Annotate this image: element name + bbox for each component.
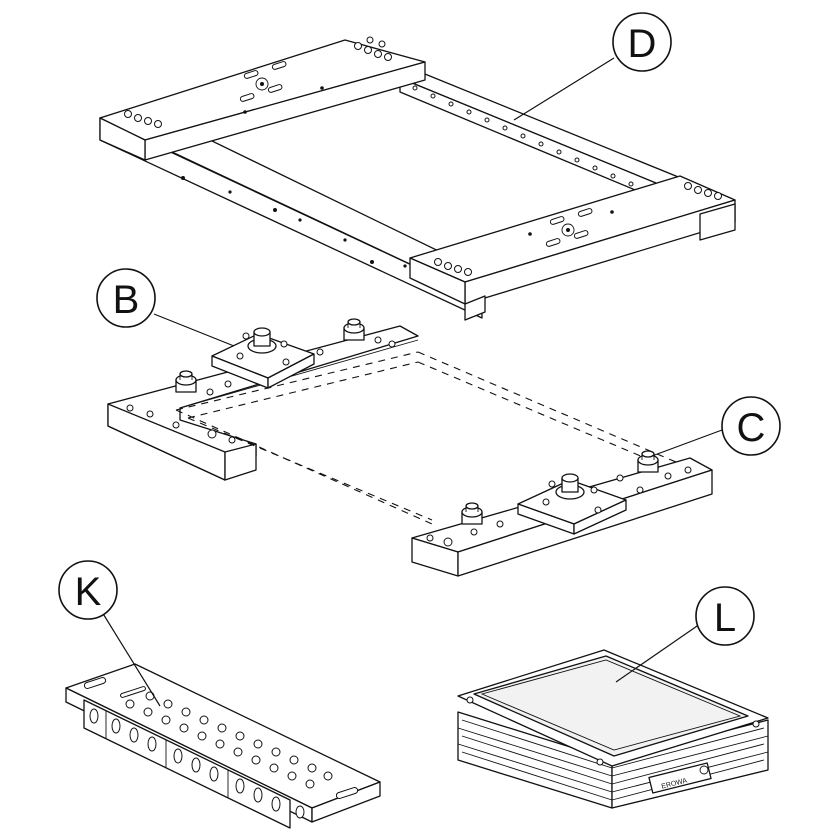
part-c-straight-bar-chuck xyxy=(411,450,713,577)
c-bar-holes xyxy=(426,466,692,547)
part-b-l-bar-chuck xyxy=(107,318,419,481)
callout-leaders xyxy=(101,57,723,707)
part-l-stacking-tray: EROWA xyxy=(457,649,769,809)
part-d-pallet-frame xyxy=(99,36,736,321)
frame-side-dots xyxy=(181,176,407,268)
leader-b xyxy=(153,313,235,347)
frame-back-block-holes xyxy=(124,36,392,128)
b-zero-point-chuck xyxy=(211,327,315,389)
k-side-holes xyxy=(89,708,305,819)
callout-b-label: B xyxy=(113,278,140,322)
callout-k-label: K xyxy=(75,570,102,614)
l-tray-label-plate xyxy=(648,762,712,794)
leader-d xyxy=(513,57,615,121)
leader-k xyxy=(101,611,161,707)
frame-back-block-side xyxy=(99,117,146,161)
frame-front-block-holes xyxy=(434,182,722,276)
b-bar-end xyxy=(224,443,257,481)
b-bar-holes xyxy=(126,336,396,444)
l-tray-floor xyxy=(473,655,749,757)
frame-foot-right xyxy=(699,203,736,241)
c-zero-point-chuck xyxy=(517,473,627,535)
frame-rail-holes xyxy=(412,85,634,187)
k-body-seams xyxy=(105,711,229,798)
c-stud-right xyxy=(637,450,659,473)
brand-logo-icon xyxy=(699,765,709,775)
frame-foot-left xyxy=(464,295,486,321)
leader-l xyxy=(615,623,701,683)
callout-k: K xyxy=(58,560,118,620)
dashed-assembly-outline xyxy=(175,351,677,525)
part-k-modular-block xyxy=(65,663,381,829)
callout-l-label: L xyxy=(714,596,736,640)
leader-c xyxy=(651,429,723,457)
b-bar-edge xyxy=(179,339,419,409)
callout-l: L xyxy=(695,586,755,646)
callout-c: C xyxy=(721,396,781,456)
callout-c-label: C xyxy=(737,406,766,450)
k-top-holes xyxy=(83,677,359,799)
callout-d-label: D xyxy=(628,22,657,66)
b-stud-right xyxy=(343,318,365,341)
c-stud-left xyxy=(461,502,483,525)
callout-b: B xyxy=(96,268,156,328)
b-stud-left xyxy=(175,370,197,393)
callout-d: D xyxy=(612,12,672,72)
